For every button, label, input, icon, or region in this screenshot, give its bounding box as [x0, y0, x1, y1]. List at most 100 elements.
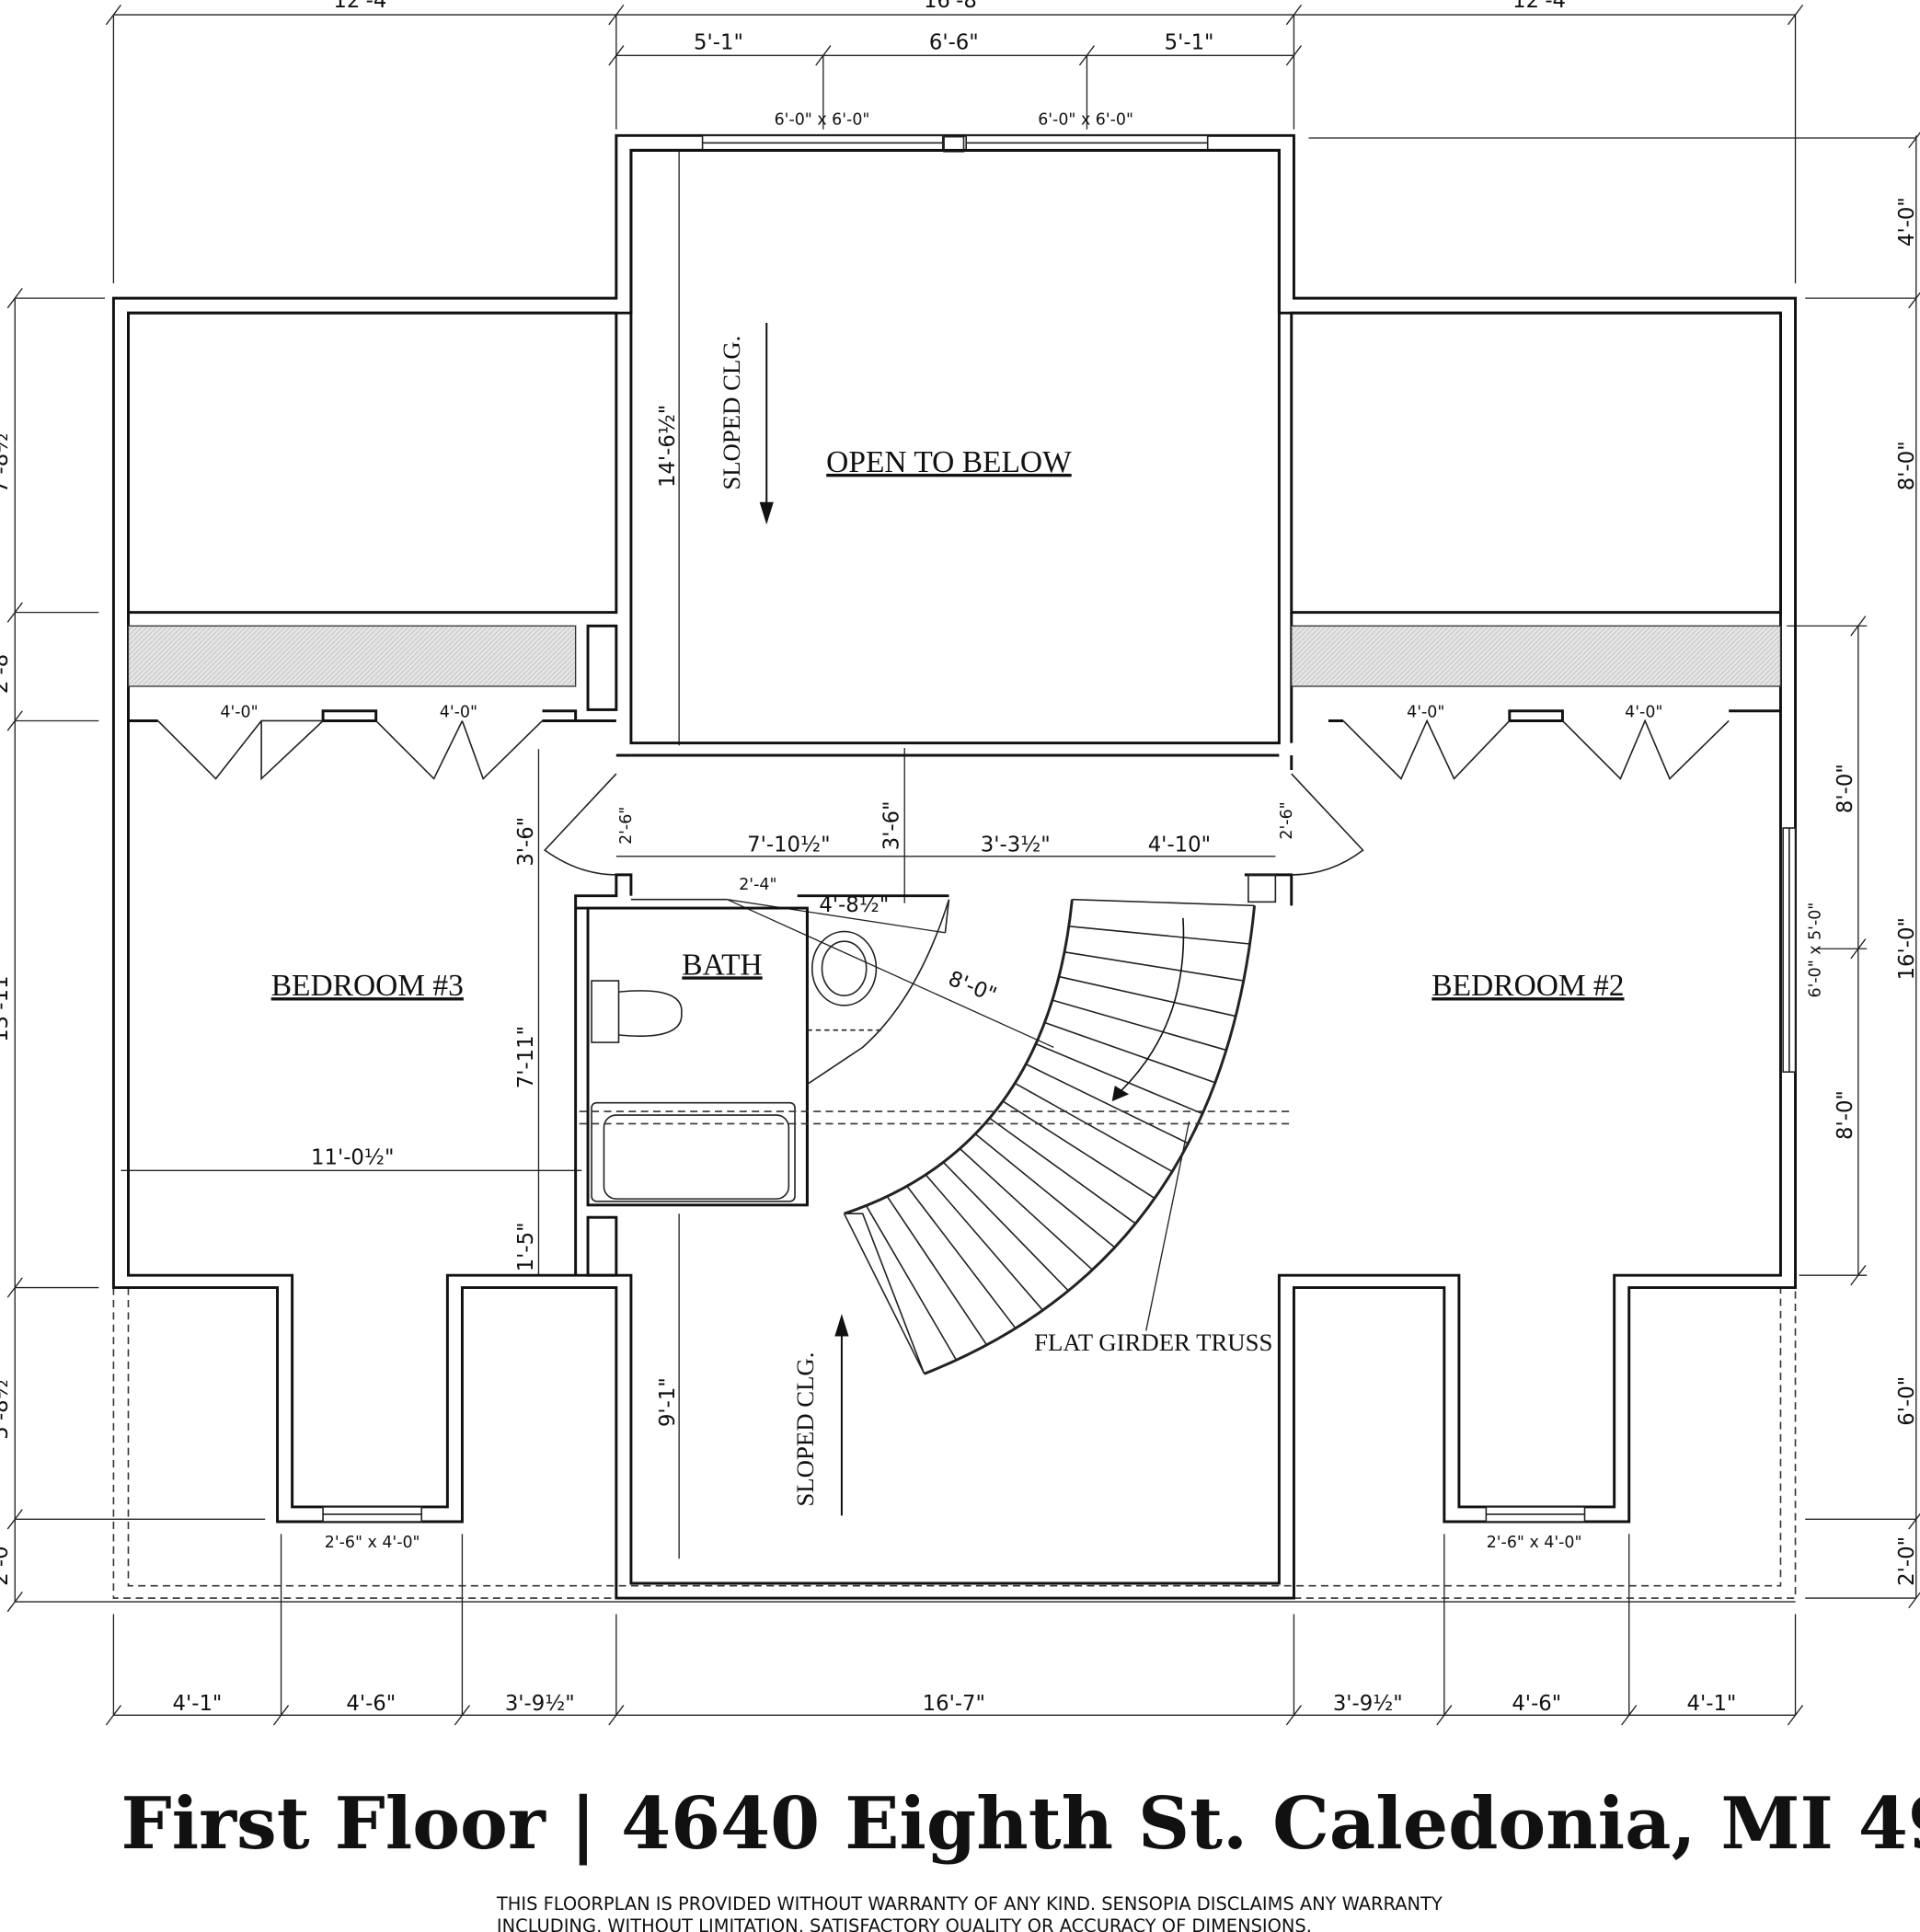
- room-label-open-to-below: OPEN TO BELOW: [826, 445, 1072, 479]
- dim-label: 4'-0": [1407, 703, 1444, 721]
- dim-label: 13'-11": [0, 966, 13, 1042]
- stair-tread: [886, 1195, 988, 1346]
- stair-end: [844, 1213, 926, 1374]
- dimension-tick: [6, 287, 23, 309]
- sink-icon: [811, 930, 878, 1006]
- dim-label: 14'-6½": [656, 405, 680, 488]
- dim-label: 3'-9½": [1333, 1692, 1403, 1716]
- dim-label: 4'-0": [1895, 197, 1919, 247]
- stair-tread: [1025, 1063, 1189, 1144]
- toilet-icon: [591, 980, 620, 1043]
- stair-tread: [1035, 1042, 1203, 1115]
- dim-label: 7'-11": [514, 1026, 538, 1088]
- room-label-bedroom-2: BEDROOM #2: [1431, 969, 1624, 1003]
- dimension-tick: [1436, 1705, 1453, 1726]
- exterior-walls: [111, 133, 1798, 1600]
- dimension-tick: [1908, 1512, 1920, 1530]
- dimension-tick: [1285, 1705, 1303, 1726]
- dimension-tick: [1908, 292, 1920, 309]
- dimension-tick: [1285, 45, 1303, 66]
- dimension-lines: [14, 14, 1917, 1716]
- stair-tread: [843, 1213, 926, 1374]
- dim-label: 6'-6": [929, 31, 979, 55]
- stair-tread: [959, 1147, 1093, 1271]
- dim-label: 16'-7": [923, 1692, 985, 1716]
- stair-tread: [865, 1205, 958, 1361]
- dim-label: 3'-6": [880, 800, 904, 850]
- dimension-tick: [105, 1705, 121, 1726]
- dim-label: 9'-1": [656, 1377, 680, 1427]
- stair-tread: [1052, 999, 1227, 1052]
- note-flat-girder-truss: FLAT GIRDER TRUSS: [1034, 1328, 1272, 1356]
- dim-label: 5'-1": [694, 31, 743, 55]
- dimension-tick: [1285, 4, 1303, 26]
- stair-tread: [1063, 951, 1244, 982]
- dim-label: 2'-0": [1895, 1536, 1919, 1586]
- dim-label: 8'-0": [1895, 441, 1919, 490]
- dimension-tick: [6, 602, 23, 623]
- stair-tread: [1044, 1021, 1216, 1084]
- disclaimer-line: INCLUDING, WITHOUT LIMITATION, SATISFACT…: [497, 1915, 1312, 1932]
- dimension-labels: 12'-4" 16'-8" 12'-4" 5'-1" 6'-6" 5'-1" 4…: [0, 0, 1919, 1716]
- window-label: 6'-0" x 5'-0": [1806, 903, 1824, 998]
- dim-label: 2'-8": [0, 644, 13, 694]
- closet-doors: [157, 719, 1730, 781]
- page-title: First Floor | 4640 Eighth St. Caledonia,…: [121, 1782, 1920, 1866]
- dimension-tick: [6, 710, 23, 731]
- dimension-tick: [1787, 4, 1804, 26]
- bath-fixtures: [591, 874, 1277, 1202]
- windows: [322, 134, 1797, 1523]
- dimension-tick: [105, 4, 121, 26]
- girder-truss: [579, 1110, 1292, 1125]
- closet-shelf-left: [127, 625, 577, 687]
- doors: [543, 773, 1364, 1086]
- dim-label: 8'-0": [1834, 1090, 1857, 1140]
- dimension-ticks: [6, 4, 1920, 1726]
- dim-label: 12'-4": [1512, 0, 1575, 13]
- dim-label: 2'-0": [0, 1536, 13, 1586]
- dimension-tick: [6, 1509, 23, 1530]
- window-label: 2'-6" x 4'-0": [1487, 1534, 1582, 1552]
- dim-label: 7'-10½": [747, 833, 830, 857]
- dimension-tick: [1787, 1705, 1804, 1726]
- stair-tread: [1072, 898, 1255, 907]
- stair-tread: [1068, 926, 1250, 945]
- stair-tread: [974, 1133, 1116, 1248]
- dim-label: 4'-0": [1625, 703, 1662, 721]
- dim-label: 12'-4": [333, 0, 396, 13]
- stair-tread: [1002, 1100, 1155, 1200]
- note-sloped-ceiling-bottom: SLOPED CLG.: [791, 1352, 819, 1507]
- stair-tread: [1014, 1082, 1173, 1173]
- dim-label: 4'-6": [346, 1692, 396, 1716]
- dim-label: 3'-3½": [981, 833, 1051, 857]
- dimension-tick: [6, 1591, 23, 1613]
- dimension-tick: [6, 1277, 23, 1298]
- window-label: 2'-6" x 4'-0": [325, 1534, 420, 1552]
- bathtub-icon: [591, 1101, 796, 1202]
- dimension-tick: [1078, 45, 1096, 66]
- dim-label: 5'-8½": [0, 1370, 13, 1440]
- dimension-tick: [272, 1705, 290, 1726]
- interior-walls: [127, 148, 1782, 1277]
- disclaimer-line: THIS FLOORPLAN IS PROVIDED WITHOUT WARRA…: [496, 1893, 1443, 1915]
- dimension-tick: [608, 1705, 625, 1726]
- dim-label: 1'-5": [514, 1222, 538, 1271]
- dimension-tick: [815, 45, 832, 66]
- dim-label: 16'-0": [1895, 917, 1919, 980]
- note-sloped-ceiling-top: SLOPED CLG.: [718, 336, 745, 490]
- dim-label: 2'-6": [617, 807, 636, 845]
- arrow-up-icon: [834, 1314, 849, 1337]
- dim-label: 2'-4": [739, 876, 776, 894]
- dim-label: 4'-6": [1512, 1692, 1561, 1716]
- dim-label: 4'-10": [1148, 833, 1211, 857]
- dim-label: 7'-8½": [0, 423, 13, 493]
- dim-label: 4'-1": [1687, 1692, 1737, 1716]
- dimension-tick: [608, 4, 625, 26]
- arrows: [759, 322, 1185, 1516]
- dimension-tick: [1850, 938, 1867, 960]
- dim-label: 3'-9½": [505, 1692, 575, 1716]
- dim-label: 4'-0": [220, 703, 258, 721]
- dim-label: 11'-0½": [311, 1146, 394, 1170]
- dim-label: 2'-6": [1278, 801, 1296, 839]
